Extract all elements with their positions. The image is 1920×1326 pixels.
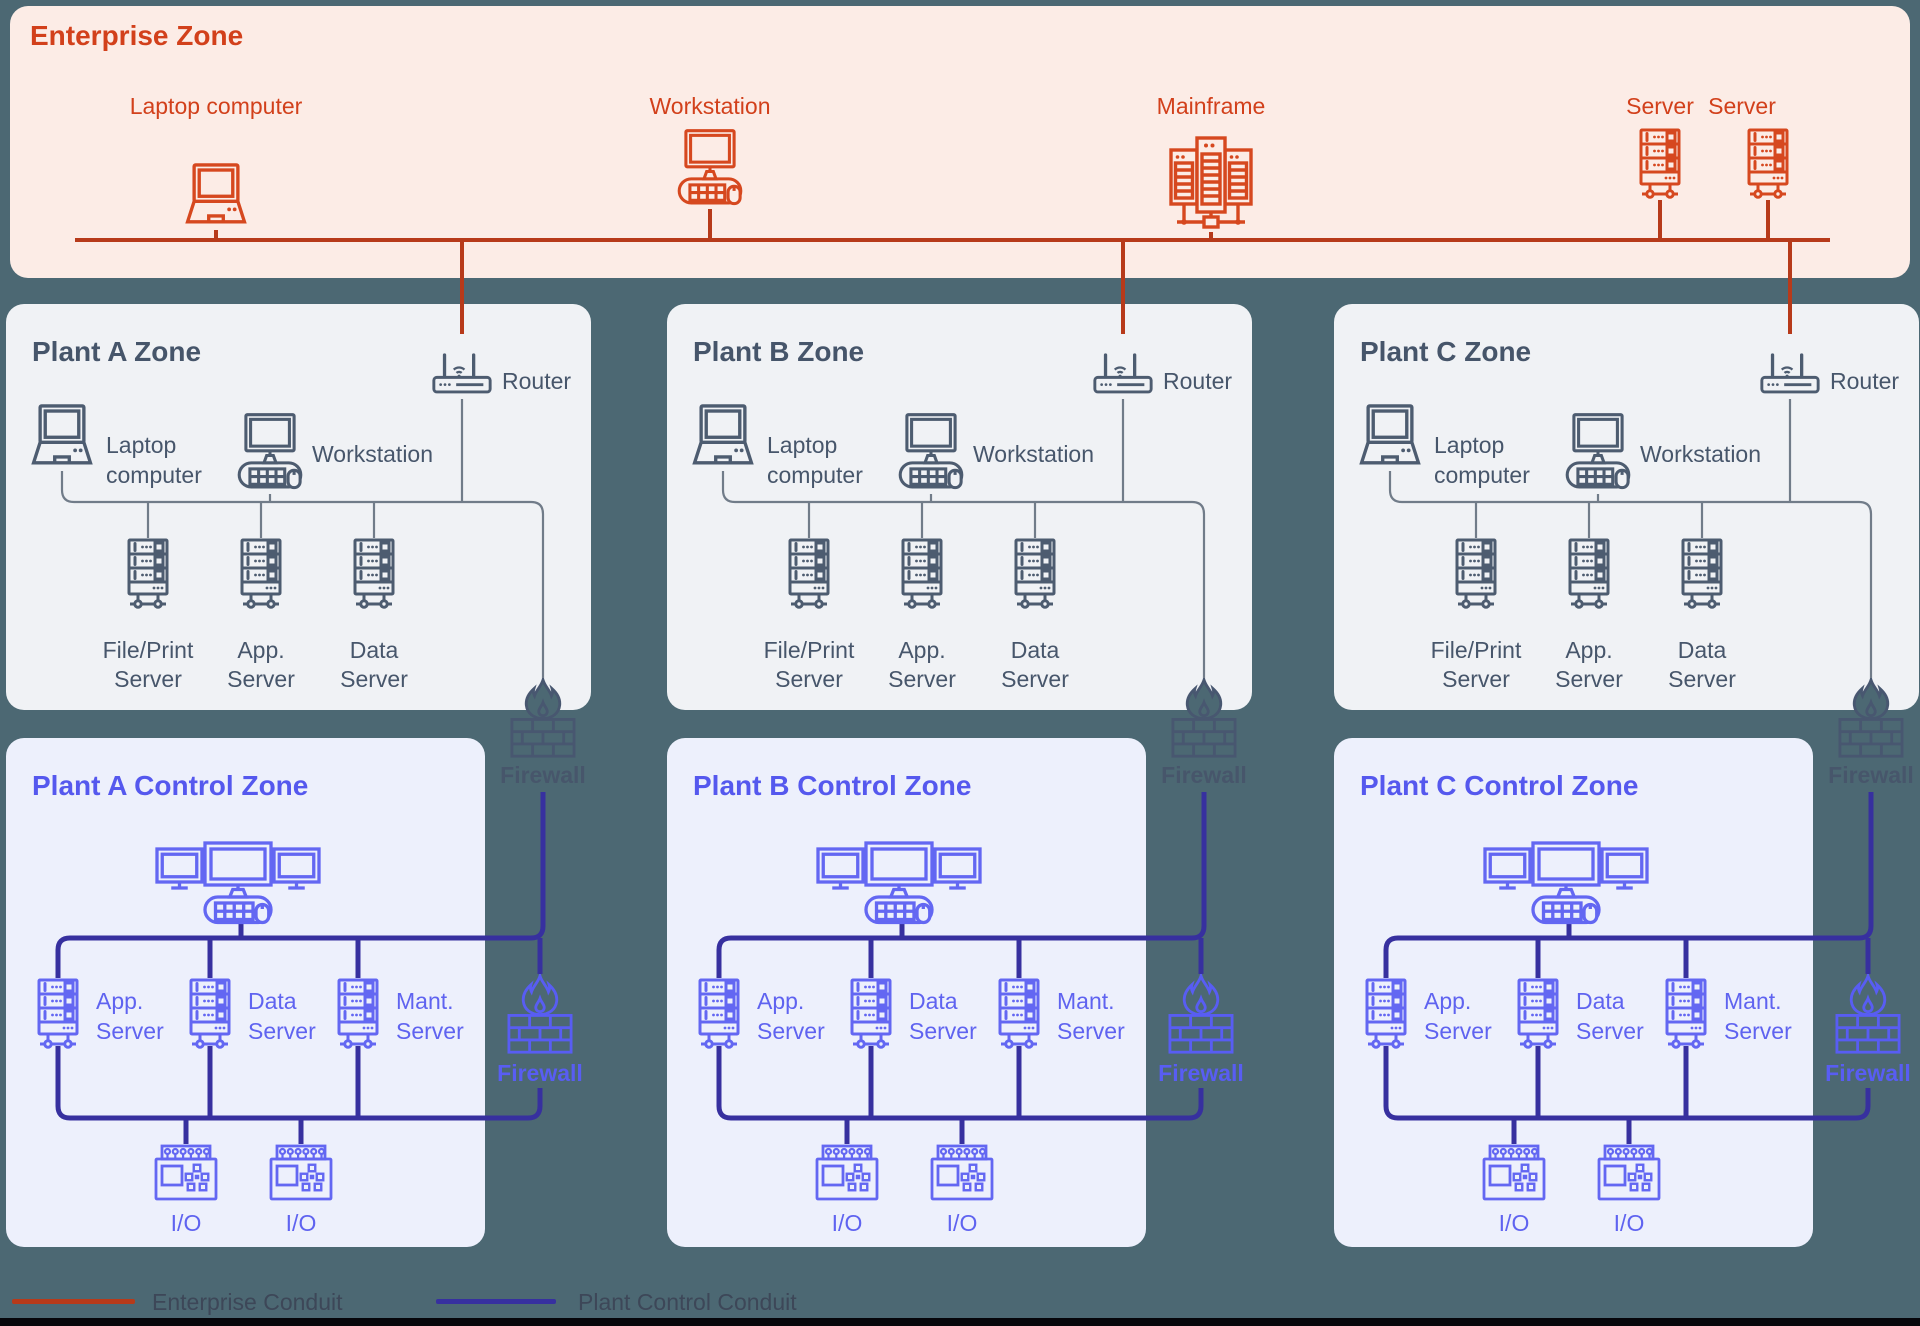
plant-c-zone-card [1334, 304, 1919, 710]
workstation-icon [675, 128, 745, 211]
legend-enterprise-conduit-label: Enterprise Conduit [152, 1289, 343, 1315]
plant-a-control-zone-card [6, 738, 485, 1247]
plant-b-control-firewall-label: Firewall [1158, 1060, 1244, 1086]
plant-c-control-zone-card [1334, 738, 1813, 1247]
enterprise-zone-title: Enterprise Zone [30, 20, 244, 51]
plant-c-boundary-firewall-label: Firewall [1828, 762, 1914, 788]
plant-b-control-zone-card [667, 738, 1146, 1247]
plant-a-control-firewall-label: Firewall [497, 1060, 583, 1086]
enterprise-server-1-label: Server [1626, 93, 1694, 119]
enterprise-zone-card [10, 6, 1910, 278]
plant-a-boundary-firewall-label: Firewall [500, 762, 586, 788]
enterprise-mainframe-label: Mainframe [1156, 93, 1266, 119]
bottom-bar [0, 1318, 1920, 1326]
server-icon [1742, 128, 1794, 200]
plant-c-control-firewall-label: Firewall [1825, 1060, 1911, 1086]
plant-a-zone-card [6, 304, 591, 710]
legend-plant-control-conduit-swatch [436, 1299, 556, 1304]
plant-b-boundary-firewall-label: Firewall [1161, 762, 1247, 788]
laptop-icon [178, 162, 254, 232]
legend-plant-control-conduit-label: Plant Control Conduit [578, 1289, 797, 1315]
mainframe-icon [1163, 134, 1259, 234]
enterprise-server-2-label: Server [1708, 93, 1776, 119]
legend-enterprise-conduit-swatch [12, 1299, 135, 1304]
enterprise-laptop-label: Laptop computer [129, 93, 303, 119]
enterprise-workstation-label: Workstation [649, 93, 771, 119]
plant-b-zone-card [667, 304, 1252, 710]
server-icon [1634, 128, 1686, 200]
firewall-icon [506, 974, 574, 1055]
firewall-icon [1167, 974, 1235, 1055]
firewall-icon [1834, 974, 1902, 1055]
